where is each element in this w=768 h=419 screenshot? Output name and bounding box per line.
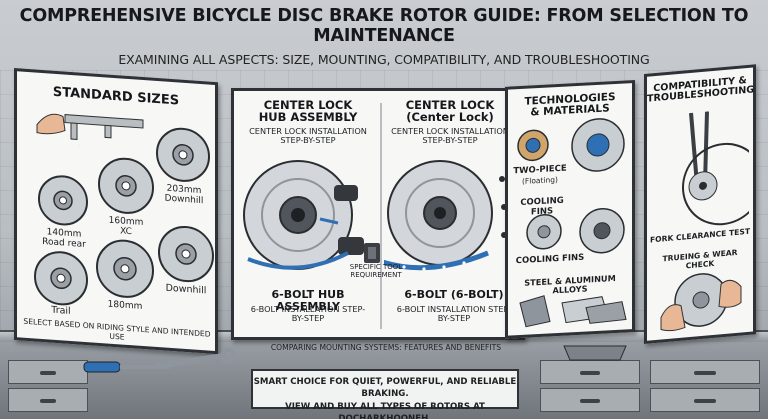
drawer [8,360,88,384]
cooling-fins-icon [526,213,562,250]
caliper-icon [36,113,144,151]
standard-sizes-board: Standard Sizes 140mm Road rear 160mm XC … [14,68,218,355]
cooling-fins-label-2: Cooling Fins [515,252,585,267]
rotor-203-label: 203mm Downhill [164,183,204,207]
compat-heading: Compatibility & Troubleshooting [647,75,755,105]
rotor-203-icon [156,127,210,182]
tool-requirement-note: Specific Tool Requirement [349,263,403,280]
footer-line-1: Smart choice for quiet, powerful, and re… [253,377,517,400]
six-bolt-hub-heading: 6-Bolt Hub Assembly [271,288,345,313]
mounting-board: Center Lock Hub Assembly Center Lock Ins… [231,88,525,340]
rotor-180-icon [96,239,154,298]
center-lock-hub-steps: Center Lock Installation Step-by-Step [249,126,367,146]
center-lock-steps: Center Lock Installation Step-by-Step [391,126,509,146]
finned-rotor-icon [579,207,625,254]
rotor-downhill-label: Downhill [165,282,207,297]
tech-materials-board: Technologies & Materials Two-Piece (Floa… [505,80,635,339]
trueing-hands-icon [660,273,742,332]
footer-callout: Smart choice for quiet, powerful, and re… [251,369,519,419]
drawer [650,388,760,412]
center-lock-heading: Center Lock (Center Lock) [405,98,495,125]
center-lock-hub-heading: Center Lock Hub Assembly [258,98,358,125]
drawer [540,388,640,412]
panel-divider [380,103,382,329]
rotor-trail-icon [34,251,88,306]
compare-caption: Comparing Mounting Systems: Features and… [270,343,502,352]
rotor-downhill-icon [158,225,214,283]
wrench-icon [153,348,236,369]
six-bolt-assembly-icon [384,160,513,271]
six-bolt-heading: 6-Bolt (6-Bolt) [404,288,504,301]
page-title: Comprehensive Bicycle Disc Brake Rotor G… [19,6,749,46]
rotor-140-icon [38,175,88,226]
alloy-plates-icon [519,295,627,328]
page-subtitle: EXAMINING ALL ASPECTS: SIZE, MOUNTING, C… [118,52,650,67]
rotor-140-label: 140mm Road rear [42,227,86,251]
rotor-160-icon [98,157,154,214]
six-bolt-steps: 6-Bolt Installation Step-by-Step [396,304,512,324]
two-piece-rotor-icon [517,129,549,162]
compatibility-board: Compatibility & Troubleshooting Fork Cle… [644,64,756,345]
tray-icon [563,345,627,361]
footer-line-2: View and buy all types of rotors at doch… [285,401,485,419]
six-bolt-hub-steps: 6-Bolt Installation Step-by-Step [250,304,366,324]
screwdriver-icon [83,361,170,373]
rotor-180-label: 180mm [107,299,143,312]
drawer [8,388,88,412]
tool-icon [364,243,380,263]
floating-rotor-icon [571,118,625,172]
fork-wheel-icon [682,111,749,226]
center-lock-assembly-icon [243,160,364,270]
drawer [650,360,760,384]
floating-label: (Floating) [522,175,558,186]
